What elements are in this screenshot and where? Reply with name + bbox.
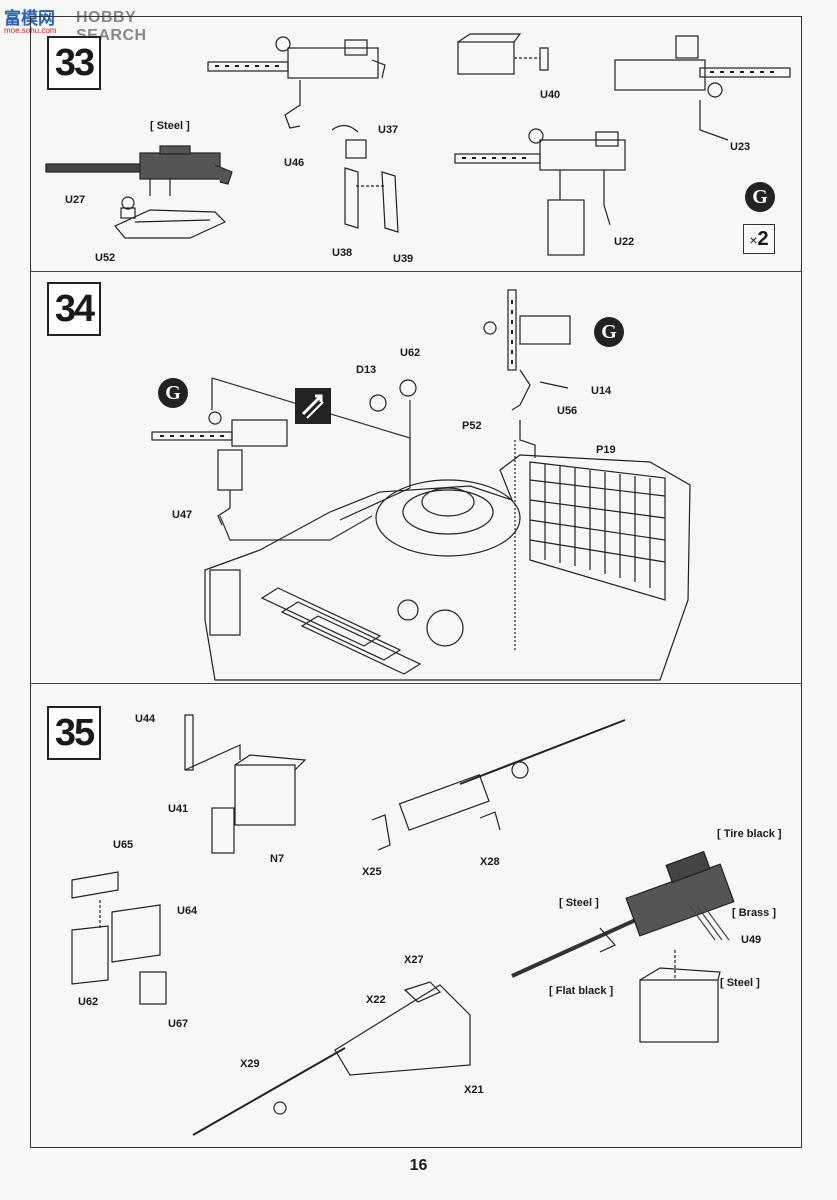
part-u65: U65 [113,839,134,851]
part-u27: U27 [65,194,86,206]
part-u49: U49 [741,934,762,946]
part-n7: N7 [270,853,285,865]
part-x25: X25 [362,866,382,878]
part-p19: P19 [596,444,616,456]
page-frame [30,16,802,1148]
callout-tire-black: [ Tire black ] [717,828,782,840]
step-divider-34-35 [30,683,802,684]
page-number: 16 [409,1157,428,1174]
u46-gun-drawing [207,36,386,129]
part-x21: X21 [464,1084,484,1096]
part-u47: U47 [172,509,193,521]
u52-mount-drawing [114,196,227,239]
part-u64: U64 [177,905,198,917]
part-u37: U37 [378,124,399,136]
part-u14: U14 [591,385,612,397]
u40-box-drawing [457,33,549,75]
part-u62-step34: U62 [400,347,421,359]
part-u46: U46 [284,157,305,169]
step-number-34: 34 [47,282,101,336]
x25-x28-gun-drawing [371,719,626,851]
multiplier-sign: × [749,232,758,248]
u41-assembly-drawing [184,714,307,854]
multiplier-value: 2 [757,228,769,250]
final-gun-drawing [511,850,735,1043]
part-u39: U39 [393,253,414,265]
part-u56: U56 [557,405,578,417]
step-number-33: 33 [47,36,101,90]
part-u62-step35: U62 [78,996,99,1008]
step34-left-gun-drawing [151,378,288,526]
tank-hull-drawing [204,454,691,681]
part-u41: U41 [168,803,189,815]
step-number-35: 35 [47,706,101,760]
part-u38: U38 [332,247,353,259]
u22-gun-drawing [454,128,626,256]
watermark-cn: 富模网 [4,9,55,28]
part-u44: U44 [135,713,156,725]
u23-gun-drawing [614,35,791,141]
g-badge-icon: G [745,182,775,212]
callout-steel-barrel: [ Steel ] [559,897,599,909]
u62-u64-u65-u67-drawing [71,871,167,1005]
part-x22: X22 [366,994,386,1006]
g-badge-left-icon: G [158,378,188,408]
step34-right-gun-drawing [483,289,571,650]
part-x28: X28 [480,856,500,868]
part-x27: X27 [404,954,424,966]
part-d13: D13 [356,364,377,376]
part-u67: U67 [168,1018,189,1030]
x21-x22-x27-x29-gun-drawing [192,981,471,1136]
callout-flat-black: [ Flat black ] [549,985,614,997]
callout-steel-u27: [ Steel ] [150,120,190,132]
part-p52: P52 [462,420,482,432]
step-divider-33-34 [30,271,802,272]
part-u22: U22 [614,236,635,248]
part-u23: U23 [730,141,751,153]
swap-arrows-icon [295,388,331,424]
g-badge-right-icon: G [594,317,624,347]
callout-steel-mount: [ Steel ] [720,977,760,989]
callout-brass: [ Brass ] [732,907,777,919]
multiplier-badge: ×2 [743,224,775,254]
part-u52: U52 [95,252,116,264]
part-x29: X29 [240,1058,260,1070]
part-u40: U40 [540,89,561,101]
u27-machine-gun-drawing [45,145,233,196]
u37-u38-u39-drawing [331,124,399,233]
